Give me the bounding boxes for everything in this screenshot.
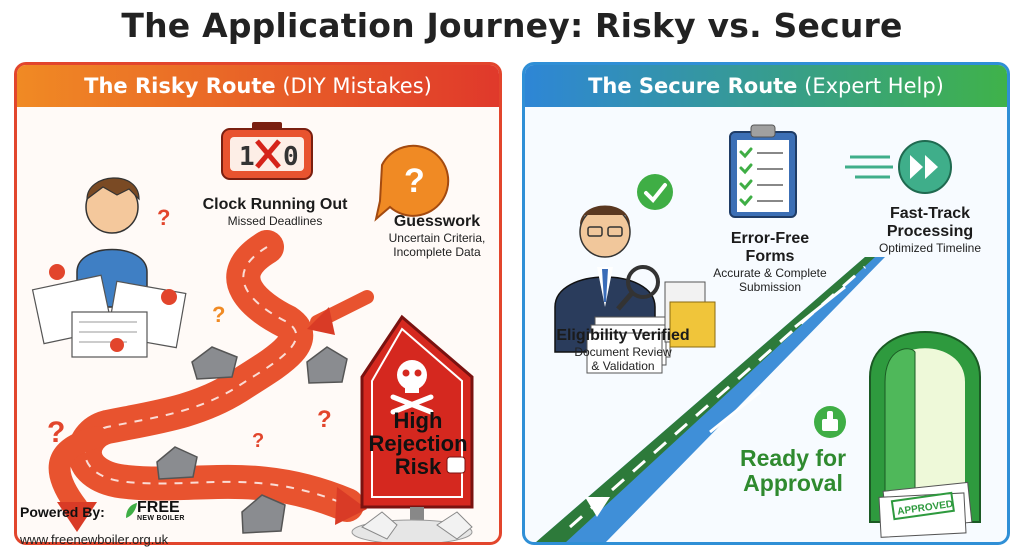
risky-route-subtitle: (DIY Mistakes) xyxy=(282,74,432,98)
document-stack-icon xyxy=(586,281,716,374)
brand-name: FREE xyxy=(137,499,180,516)
crumpled-paper-icon xyxy=(351,511,473,542)
fast-forward-icon xyxy=(845,140,952,194)
question-mark-icon: ? xyxy=(157,205,170,230)
powered-by-label: Powered By: xyxy=(20,504,105,520)
error-mark-icon xyxy=(49,264,177,352)
check-circle-icon xyxy=(637,174,673,210)
risky-route-header: The Risky Route (DIY Mistakes) xyxy=(17,65,499,107)
thumbs-up-icon xyxy=(814,406,846,438)
guesswork-label: Guesswork Uncertain Criteria, Incomplete… xyxy=(388,213,486,259)
eligibility-verified-label: Eligibility Verified Document Review & V… xyxy=(556,327,690,373)
svg-text:1: 1 xyxy=(239,142,255,172)
brand-tagline: NEW BOILER xyxy=(137,515,185,522)
website-url: www.freenewboiler.org.uk xyxy=(20,532,169,547)
high-rejection-risk-label: High Rejection Risk xyxy=(368,408,468,479)
confused-person-icon xyxy=(31,177,187,358)
question-mark-icon: ? xyxy=(212,302,225,327)
question-mark-icon: ? xyxy=(47,416,65,449)
alarm-clock-icon: 1 0 xyxy=(221,122,313,180)
secure-route-illustration: APPROVED xyxy=(536,124,981,542)
risky-route-title: The Risky Route xyxy=(84,74,276,98)
secure-route-panel: The Secure Route (Expert Help) xyxy=(522,62,1010,545)
question-mark-icon: ? xyxy=(317,406,332,433)
secure-route-header: The Secure Route (Expert Help) xyxy=(525,65,1007,107)
secure-route-title: The Secure Route xyxy=(588,74,798,98)
risky-route-panel: The Risky Route (DIY Mistakes) xyxy=(14,62,502,545)
risky-route-illustration: ? ? ? ? ? 1 0 ? xyxy=(31,122,474,542)
error-free-forms-label: Error-Free Forms Accurate & Complete Sub… xyxy=(713,230,827,294)
speech-bubble-question-icon: ? xyxy=(374,144,450,222)
page-title: The Application Journey: Risky vs. Secur… xyxy=(121,6,903,45)
clipboard-checklist-icon xyxy=(729,124,797,218)
open-door-icon xyxy=(869,331,981,523)
road-arrow-head-icon xyxy=(335,487,367,525)
rock-icon xyxy=(156,346,348,534)
thumbs-down-icon xyxy=(446,456,466,474)
svg-text:?: ? xyxy=(404,162,425,200)
ready-for-approval-label: Ready for Approval xyxy=(739,445,847,496)
leaf-logo-icon xyxy=(126,503,137,518)
road-arrow-icon xyxy=(585,285,846,517)
high-risk-sign-icon xyxy=(360,314,474,537)
clock-running-out-label: Clock Running Out Missed Deadlines xyxy=(202,196,348,228)
brand-logo: FREE NEW BOILER xyxy=(137,499,185,523)
question-mark-icon: ? xyxy=(252,430,264,452)
approved-papers-icon: APPROVED xyxy=(878,481,973,538)
fast-track-processing-label: Fast-Track Processing Optimized Timeline xyxy=(878,205,982,255)
secure-route-subtitle: (Expert Help) xyxy=(804,74,944,98)
svg-text:0: 0 xyxy=(283,142,299,172)
